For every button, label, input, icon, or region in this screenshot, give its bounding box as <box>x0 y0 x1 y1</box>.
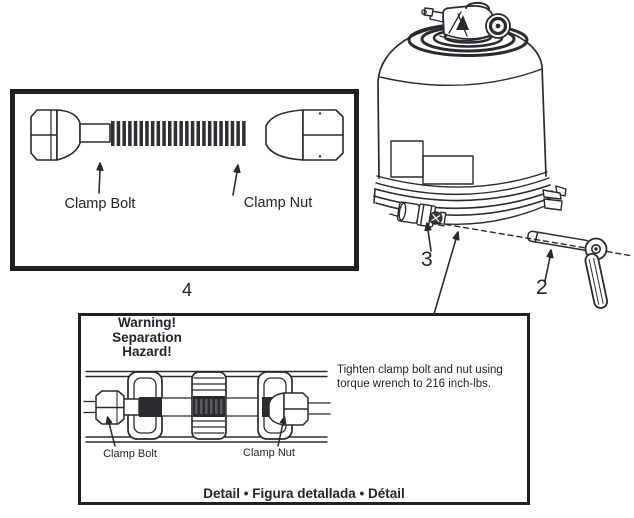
center-hub <box>191 371 227 440</box>
detail-clamp-nut <box>268 392 331 426</box>
torque-wrench-illustration <box>584 237 609 309</box>
figure4-arrows <box>96 162 241 196</box>
figure4-clamp-bolt-label: Clamp Bolt <box>64 196 136 212</box>
clamp-nut-drawing <box>265 109 344 161</box>
detail-arrows <box>105 416 287 447</box>
arrow-to-wrench <box>544 249 554 282</box>
figure4-clamp-nut-label: Clamp Nut <box>243 195 313 211</box>
band-clamp-bolt <box>396 201 447 228</box>
detail-caption: Detail • Figura detallada • Détail <box>203 486 405 501</box>
air-relief-valve-icon <box>421 1 511 42</box>
callout-3: 3 <box>421 248 433 271</box>
tank-label-plates <box>390 140 474 185</box>
filter-tank-illustration <box>373 1 567 228</box>
detail-clamp-nut-label: Clamp Nut <box>243 447 295 459</box>
figure4-box <box>10 89 359 271</box>
warning-line-2: Separation <box>112 329 182 345</box>
warning-line-1: Warning! <box>118 315 176 330</box>
warning-text: Warning! Separation Hazard! <box>92 315 202 360</box>
detail-box <box>78 313 530 505</box>
clamp-bolt-drawing <box>30 109 246 161</box>
torque-instruction: Tighten clamp bolt and nut using torque … <box>337 364 503 390</box>
band-hinge <box>542 185 567 211</box>
detail-clamp-bolt-head <box>83 390 140 425</box>
dashed-alignment-line <box>436 222 634 257</box>
torque-wrench-bar <box>527 230 591 251</box>
detail-clamp-bolt-label: Clamp Bolt <box>103 448 157 460</box>
warning-line-3: Hazard! <box>122 344 172 359</box>
detail-cross-section <box>83 370 331 447</box>
callout-arrows <box>424 222 554 315</box>
figure4-drawing <box>30 109 344 196</box>
arrow-detail-zoom <box>433 231 460 315</box>
figure4-number: 4 <box>181 280 192 300</box>
arrow-to-clamp-bolt <box>424 222 432 252</box>
callout-2: 2 <box>536 276 548 299</box>
